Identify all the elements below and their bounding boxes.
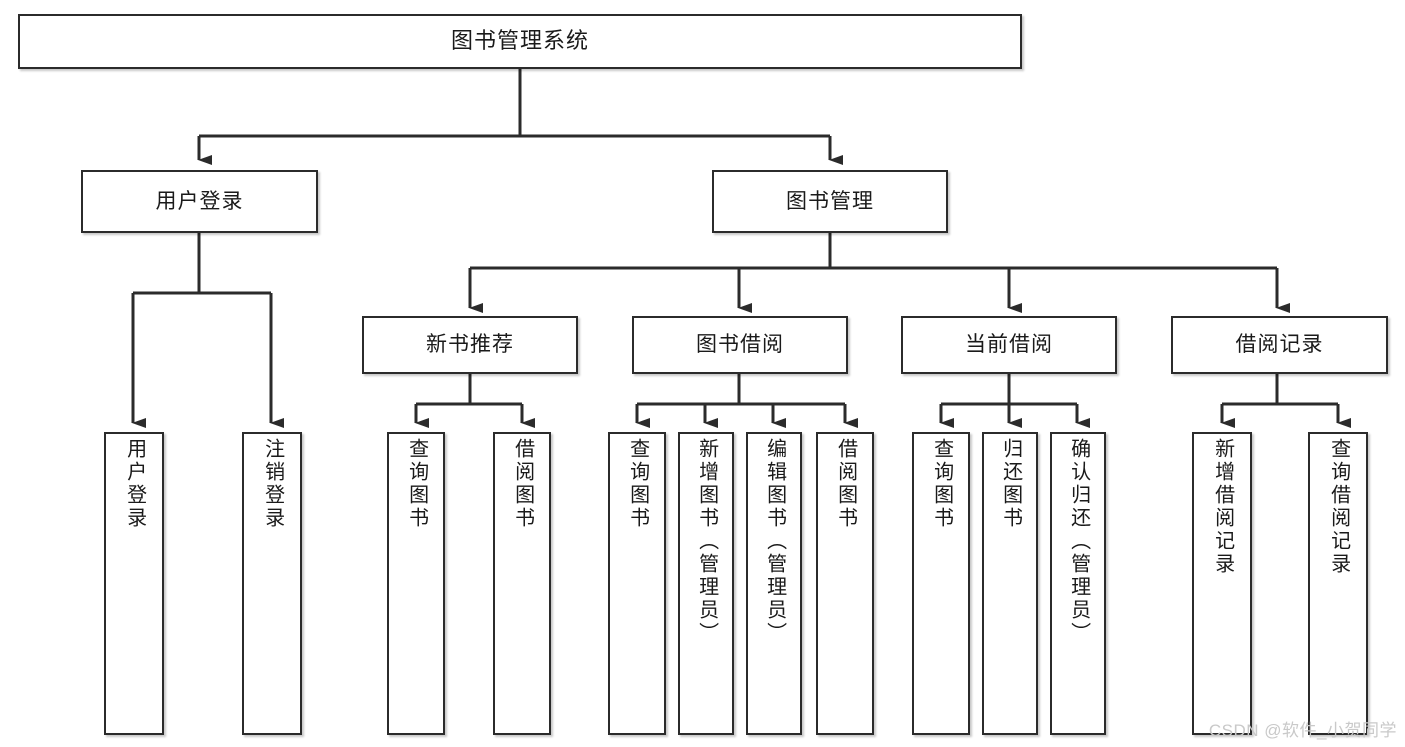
leaf-user-login-signout[interactable]: 注销登录	[242, 432, 302, 735]
leaf-label: 新增借阅记录	[1211, 438, 1234, 576]
leaf-label: 确认归还（管理员）	[1067, 438, 1090, 645]
leaf-new-book-query-books[interactable]: 查询图书	[387, 432, 445, 735]
node-label: 用户登录	[155, 189, 244, 213]
node-label: 图书借阅	[696, 333, 784, 357]
leaf-borrow-query-books[interactable]: 查询图书	[608, 432, 666, 735]
leaf-text-wrap: 注销登录	[244, 438, 300, 733]
leaf-new-book-borrow-books[interactable]: 借阅图书	[493, 432, 551, 735]
leaf-record-query-borrow-record[interactable]: 查询借阅记录	[1308, 432, 1368, 735]
leaf-label: 借阅图书	[511, 438, 534, 530]
node-current-borrowing[interactable]: 当前借阅	[901, 316, 1117, 374]
leaf-text-wrap: 用户登录	[106, 438, 162, 733]
leaf-borrow-borrow-books[interactable]: 借阅图书	[816, 432, 874, 735]
leaf-text-wrap: 新增图书（管理员）	[680, 438, 732, 733]
leaf-text-wrap: 确认归还（管理员）	[1052, 438, 1104, 733]
node-root-book-management-system[interactable]: 图书管理系统	[18, 14, 1022, 69]
leaf-text-wrap: 查询借阅记录	[1310, 438, 1366, 733]
node-book-management[interactable]: 图书管理	[712, 170, 948, 233]
node-book-borrowing[interactable]: 图书借阅	[632, 316, 848, 374]
leaf-record-add-borrow-record[interactable]: 新增借阅记录	[1192, 432, 1252, 735]
leaf-label: 新增图书（管理员）	[695, 438, 718, 645]
leaf-text-wrap: 查询图书	[389, 438, 443, 733]
leaf-text-wrap: 借阅图书	[495, 438, 549, 733]
leaf-current-confirm-return-admin[interactable]: 确认归还（管理员）	[1050, 432, 1106, 735]
leaf-borrow-edit-book-admin[interactable]: 编辑图书（管理员）	[746, 432, 802, 735]
leaf-text-wrap: 归还图书	[984, 438, 1036, 733]
leaf-label: 借阅图书	[834, 438, 857, 530]
leaf-label: 用户登录	[123, 438, 146, 530]
leaf-label: 查询借阅记录	[1327, 438, 1350, 576]
leaf-label: 编辑图书（管理员）	[763, 438, 786, 645]
leaf-current-return-books[interactable]: 归还图书	[982, 432, 1038, 735]
leaf-borrow-add-book-admin[interactable]: 新增图书（管理员）	[678, 432, 734, 735]
node-label: 图书管理	[786, 189, 874, 213]
csdn-watermark: CSDN @软件_小贺同学	[1208, 721, 1397, 740]
leaf-label: 查询图书	[626, 438, 649, 530]
leaf-text-wrap: 编辑图书（管理员）	[748, 438, 800, 733]
leaf-text-wrap: 查询图书	[914, 438, 968, 733]
leaf-label: 归还图书	[999, 438, 1022, 530]
node-new-book-recommendation[interactable]: 新书推荐	[362, 316, 578, 374]
leaf-text-wrap: 新增借阅记录	[1194, 438, 1250, 733]
node-label: 借阅记录	[1235, 333, 1324, 357]
leaf-user-login-signin[interactable]: 用户登录	[104, 432, 164, 735]
leaf-current-query-books[interactable]: 查询图书	[912, 432, 970, 735]
node-user-login[interactable]: 用户登录	[81, 170, 318, 233]
leaf-label: 查询图书	[405, 438, 428, 530]
leaf-text-wrap: 查询图书	[610, 438, 664, 733]
node-label: 当前借阅	[965, 333, 1053, 357]
leaf-label: 注销登录	[261, 438, 284, 530]
leaf-text-wrap: 借阅图书	[818, 438, 872, 733]
leaf-label: 查询图书	[930, 438, 953, 530]
node-label: 图书管理系统	[450, 28, 589, 54]
node-label: 新书推荐	[426, 333, 514, 357]
node-borrowing-records[interactable]: 借阅记录	[1171, 316, 1388, 374]
